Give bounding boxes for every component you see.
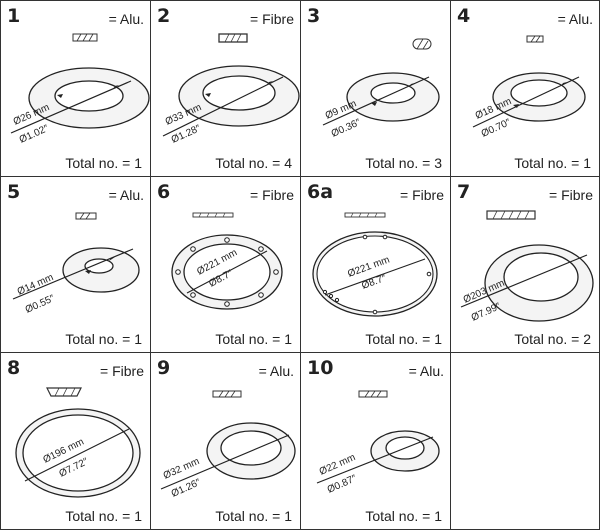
part-number: 6 (157, 181, 171, 203)
total-count: Total no. = 1 (365, 508, 442, 524)
total-count: Total no. = 1 (514, 155, 591, 171)
diameter-inch-label: Ø0.70″ (480, 117, 513, 140)
part-number: 4 (457, 5, 471, 27)
part-cell-1: 1 Ø26 mm Ø1.02″ = Alu. Total no. = 1 (0, 0, 151, 177)
total-count: Total no. = 2 (514, 331, 591, 347)
part-cell-2: 2 Ø33 mm Ø1.28″ = Fibre Total no. = 4 (150, 0, 301, 177)
material-label: = Fibre (549, 187, 593, 203)
gasket-drawing: Ø221 mm Ø8.7″ (312, 212, 438, 317)
washer-drawing: Ø22 mm Ø0.87″ (316, 390, 440, 496)
part-number: 6a (307, 181, 334, 203)
total-count: Total no. = 1 (65, 508, 142, 524)
total-count: Total no. = 1 (215, 508, 292, 524)
material-label: = Fibre (100, 363, 144, 379)
part-cell-10: 10 Ø22 mm Ø0.87″ = Alu. Total no. = 1 (300, 352, 451, 530)
part-number: 8 (7, 357, 21, 379)
diameter-inch-label: Ø1.28″ (170, 123, 203, 146)
washer-drawing: Ø32 mm Ø1.26″ (160, 390, 296, 500)
part-cell-3: 3 Ø9 mm Ø0.36″ Total no. = 3 (300, 0, 451, 177)
part-number: 9 (157, 357, 171, 379)
material-label: = Alu. (557, 11, 593, 27)
part-number: 7 (457, 181, 471, 203)
diameter-inch-label: Ø1.02″ (18, 123, 51, 146)
part-cell-9: 9 Ø32 mm Ø1.26″ = Alu. Total no. = 1 (150, 352, 301, 530)
washer-drawing: Ø9 mm Ø0.36″ (322, 38, 440, 140)
part-cell-8: 8 Ø196 mm Ø7.72″ = Fibre Total no. = 1 (0, 352, 151, 530)
part-number: 10 (307, 357, 334, 379)
diameter-inch-label: Ø0.55″ (24, 293, 57, 316)
total-count: Total no. = 1 (215, 331, 292, 347)
diameter-inch-label: Ø0.87″ (326, 473, 359, 496)
part-cell-7: 7 Ø203 mm Ø7.99″ = Fibre Total no. = 2 (450, 176, 600, 353)
total-count: Total no. = 1 (365, 331, 442, 347)
material-label: = Alu. (258, 363, 294, 379)
gasket-drawing: Ø221 mm Ø8.7″ (171, 212, 283, 310)
material-label: = Fibre (400, 187, 444, 203)
diameter-inch-label: Ø7.99″ (470, 301, 503, 324)
material-label: = Alu. (108, 187, 144, 203)
material-label: = Fibre (250, 187, 294, 203)
material-label: = Alu. (108, 11, 144, 27)
part-cell-5: 5 Ø14 mm Ø0.55″ = Alu. Total no. = 1 (0, 176, 151, 353)
washer-drawing: Ø14 mm Ø0.55″ (12, 212, 140, 316)
part-number: 2 (157, 5, 171, 27)
part-cell-6: 6 Ø221 mm Ø8.7″ = Fibre Total no. = 1 (150, 176, 301, 353)
washer-drawing: Ø203 mm Ø7.99″ (460, 210, 594, 324)
empty-cell (450, 352, 600, 530)
material-label: = Fibre (250, 11, 294, 27)
part-number: 5 (7, 181, 21, 203)
washer-drawing: Ø18 mm Ø0.70″ (472, 35, 586, 140)
total-count: Total no. = 3 (365, 155, 442, 171)
total-count: Total no. = 1 (65, 331, 142, 347)
total-count: Total no. = 1 (65, 155, 142, 171)
washer-drawing: Ø26 mm Ø1.02″ (10, 33, 150, 146)
washer-drawing: Ø196 mm Ø7.72″ (15, 387, 141, 498)
part-cell-4: 4 Ø18 mm Ø0.70″ = Alu. Total no. = 1 (450, 0, 600, 177)
part-number: 1 (7, 5, 21, 27)
part-cell-6a: 6a Ø221 mm Ø8.7″ = Fibre Total no. = 1 (300, 176, 451, 353)
total-count: Total no. = 4 (215, 155, 292, 171)
diameter-mm-label: Ø9 mm (324, 98, 358, 121)
part-number: 3 (307, 5, 321, 27)
washer-drawing: Ø33 mm Ø1.28″ (162, 33, 300, 146)
diameter-inch-label: Ø0.36″ (330, 117, 363, 140)
material-label: = Alu. (408, 363, 444, 379)
diameter-inch-label: Ø1.26″ (170, 477, 203, 500)
